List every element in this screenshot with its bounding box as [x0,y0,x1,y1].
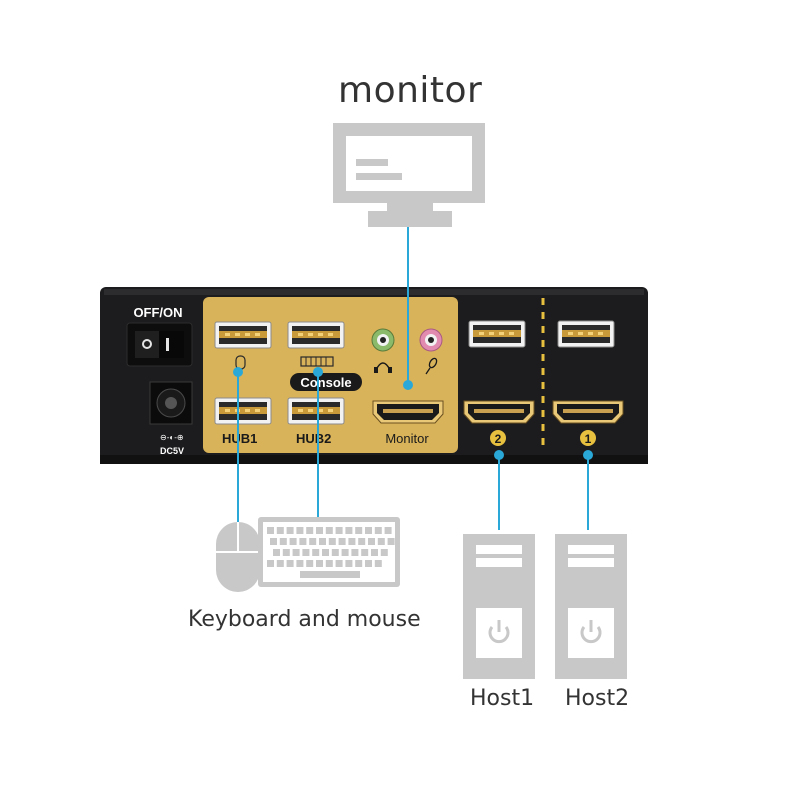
port-1-number: 1 [585,432,592,446]
dc-label: DC5V [160,446,184,456]
keyboard-key [322,549,329,556]
keyboard-key [368,538,375,545]
hdmi-port-host1[interactable] [552,400,624,424]
keyboard-key [292,549,300,556]
keyboard-key [276,527,284,534]
dc-power-jack: ⊖-◐-⊕ [149,381,193,442]
hub1-label: HUB1 [222,431,257,446]
headphone-icon [374,362,392,373]
host1-label: Host1 [470,686,535,711]
usb-port-hub2-top[interactable] [287,321,345,349]
microphone-jack[interactable] [419,328,443,352]
keyboard-port-icon [300,356,334,367]
keyboard-key [365,560,372,567]
keyboard-key [374,560,382,567]
keyboard-icon [258,517,400,587]
hdmi-port-host2[interactable] [463,400,535,424]
console-label: Console [300,375,351,390]
keyboard-key [325,560,333,567]
keyboard-key [312,549,320,556]
keyboard-key [319,538,326,545]
keyboard-key [306,527,314,534]
keyboard-key [345,560,353,567]
keyboard-key [358,538,366,545]
hub2-label: HUB2 [296,431,331,446]
keyboard-key [273,549,280,556]
port-2-badge [490,430,506,446]
power-switch[interactable] [126,322,193,367]
usb-port-host2[interactable] [468,320,526,348]
kvm-switch: OFF/ON ⊖-◐-⊕ DC5V [100,287,648,464]
connector-endpoints [233,367,593,460]
keyboard-key [335,527,343,534]
keyboard-key [371,549,378,556]
keyboard-key [296,527,304,534]
monitor-icon [333,123,485,227]
keyboard-key [289,538,297,545]
keyboard-key [341,549,349,556]
keyboard-key [335,560,343,567]
keyboard-key [302,549,310,556]
mouse-icon [216,522,260,592]
keyboard-key [355,560,363,567]
keyboard-key [299,538,307,545]
monitor-label: monitor [338,70,483,111]
keyboard-key [377,538,385,545]
host2-label: Host2 [565,686,630,711]
power-switch-label: OFF/ON [133,305,182,320]
keyboard-key [286,527,294,534]
keyboard-key [282,549,290,556]
host2-computer-icon [555,534,627,679]
keyboard-spacebar [300,571,360,578]
keyboard-key [325,527,333,534]
headphone-jack[interactable] [371,328,395,352]
console-badge [290,373,362,391]
power-icon [580,626,602,644]
microphone-icon [425,357,438,375]
keyboard-key [365,527,372,534]
keyboard-key [316,527,323,534]
keyboard-key [267,527,274,534]
keyboard-key [279,538,287,545]
keyboard-key [276,560,284,567]
monitor-port-label: Monitor [385,431,429,446]
keyboard-key [270,538,277,545]
host1-computer-icon [463,534,535,679]
keyboard-key [316,560,323,567]
keyboard-key [286,560,294,567]
port-1-badge [580,430,596,446]
usb-port-host1[interactable] [557,320,615,348]
keyboard-key [355,527,363,534]
keyboard-mouse-label: Keyboard and mouse [188,607,421,632]
keyboard-key [374,527,382,534]
keyboard-key [306,560,314,567]
keyboard-key [267,560,274,567]
keyboard-key [380,549,388,556]
keyboard-key [331,549,339,556]
svg-text:⊖-◐-⊕: ⊖-◐-⊕ [160,433,184,442]
usb-port-hub1-top[interactable] [214,321,272,349]
keyboard-key [309,538,317,545]
keyboard-key [361,549,369,556]
port-2-number: 2 [495,432,502,446]
keyboard-key [296,560,304,567]
keyboard-key [338,538,346,545]
power-icon [488,626,510,644]
keyboard-key [351,549,359,556]
usb-port-hub2-bottom[interactable] [287,397,345,425]
connector-lines [237,227,589,530]
keyboard-key [384,527,392,534]
usb-port-hub1-bottom[interactable] [214,397,272,425]
keyboard-key [345,527,353,534]
keyboard-key [387,538,395,545]
hdmi-port-monitor[interactable] [372,400,444,424]
keyboard-key [348,538,356,545]
keyboard-key [328,538,336,545]
